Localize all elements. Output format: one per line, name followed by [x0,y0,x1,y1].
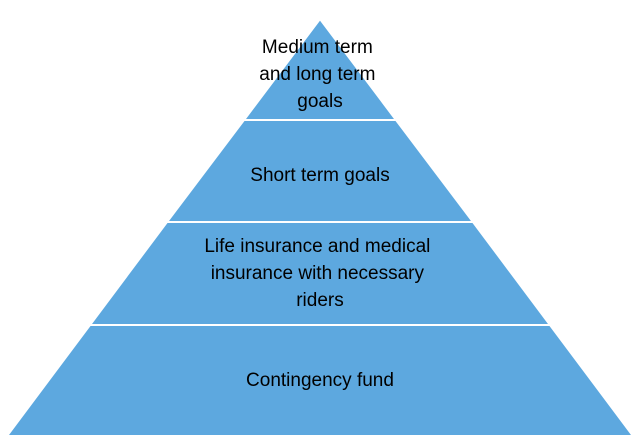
tier-top-label-line-2: and long term [259,64,375,85]
tier-third-label-line-2: insurance with necessary [211,263,425,284]
tier-second-label: Short term goals [250,165,389,186]
tier-third-label-line-3: riders [296,290,344,311]
tier-base-label-line-1: Contingency fund [246,370,394,391]
tier-third-label-line-1: Life insurance and medical [204,236,430,257]
tier-second-label-line-1: Short term goals [250,165,389,186]
tier-top-label-line-1: Medium term [262,37,373,58]
tier-base-shape [5,324,635,437]
pyramid-tier-second: Short term goals [164,119,476,223]
tier-top-label-line-3: goals [297,91,342,112]
tier-third-label: Life insurance and medical insurance wit… [204,236,435,311]
tier-top-label: Medium term and long term goals [259,37,380,112]
pyramid-tier-top: Medium term and long term goals [241,17,399,121]
pyramid-tier-base: Contingency fund [5,324,635,437]
tier-base-label: Contingency fund [246,370,394,391]
pyramid-tier-third: Life insurance and medical insurance wit… [88,221,552,326]
